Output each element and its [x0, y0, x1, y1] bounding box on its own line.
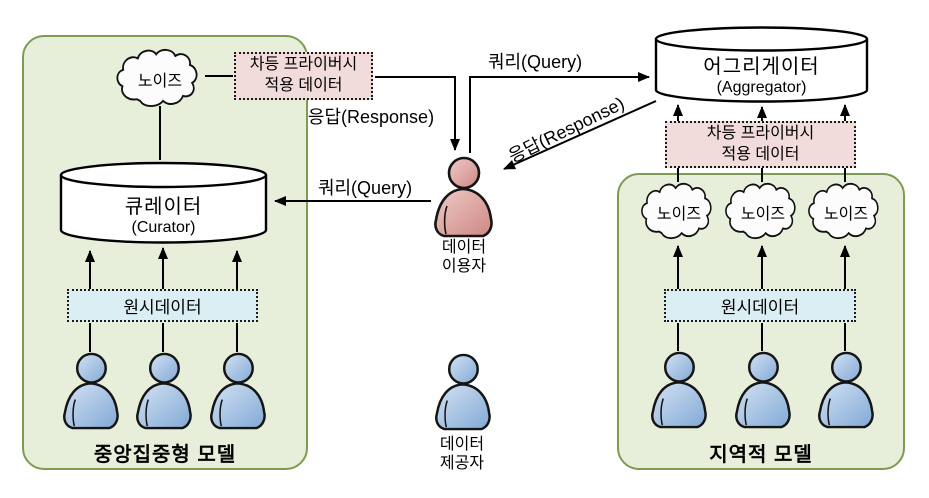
- person-icon-local-1: [650, 350, 707, 430]
- dp-data-line2: 적용 데이터: [721, 145, 800, 163]
- dp-data-box-local: 차등 프라이버시 적용 데이터: [665, 121, 856, 168]
- aggregator-name: 어그리게이터: [703, 56, 820, 78]
- noise-label: 노이즈: [740, 206, 786, 223]
- raw-data-box-central: 원시데이터: [67, 289, 258, 322]
- curator-name: 큐레이터: [124, 196, 203, 218]
- noise-cloud-local-2: 노이즈: [723, 181, 803, 241]
- database-cylinder-icon: [654, 26, 869, 103]
- response-label-left: 응답(Response): [307, 107, 435, 127]
- query-label-top: 쿼리(Query): [487, 52, 583, 72]
- noise-cloud-local-3: 노이즈: [806, 181, 886, 241]
- dp-data-line1: 차등 프라이버시: [706, 124, 815, 142]
- database-cylinder-icon: [59, 161, 268, 244]
- query-label-left: 쿼리(Query): [317, 178, 413, 198]
- noise-label: 노이즈: [656, 206, 702, 223]
- noise-label: 노이즈: [823, 206, 869, 223]
- dp-data-line1: 차등 프라이버시: [249, 56, 358, 74]
- data-provider-label: 데이터 제공자: [439, 436, 485, 472]
- local-model-title: 지역적 모델: [709, 444, 813, 466]
- cloud-icon: [641, 182, 712, 240]
- noise-cloud-local-1: 노이즈: [639, 181, 719, 241]
- person-icon-central-2: [135, 351, 192, 431]
- cloud-icon: [808, 182, 879, 240]
- aggregator-node: 어그리게이터 (Aggregator): [654, 26, 869, 105]
- curator-subtitle: (Curator): [131, 219, 196, 236]
- person-icon-central-1: [62, 351, 119, 431]
- aggregator-subtitle: (Aggregator): [716, 79, 807, 96]
- person-icon-local-2: [734, 350, 791, 430]
- raw-data-label: 원시데이터: [123, 298, 202, 317]
- centralized-model-title: 중앙집중형 모델: [93, 444, 237, 466]
- data-provider-icon: [434, 352, 491, 432]
- cloud-icon: [116, 48, 198, 108]
- noise-cloud-central: 노이즈: [114, 47, 206, 109]
- curator-node: 큐레이터 (Curator): [59, 161, 268, 245]
- person-icon-central-3: [209, 351, 266, 431]
- dp-data-box-central: 차등 프라이버시 적용 데이터: [234, 52, 373, 100]
- raw-data-label: 원시데이터: [720, 298, 800, 317]
- raw-data-box-local: 원시데이터: [664, 289, 856, 322]
- response-label-diagonal: 응답(Response): [505, 93, 628, 167]
- cloud-icon: [725, 182, 796, 240]
- noise-label: 노이즈: [137, 73, 183, 90]
- person-icon-local-3: [817, 350, 874, 430]
- data-user-icon: [433, 155, 493, 239]
- dp-data-line2: 적용 데이터: [264, 77, 343, 94]
- data-user-label: 데이터 이용자: [441, 239, 487, 275]
